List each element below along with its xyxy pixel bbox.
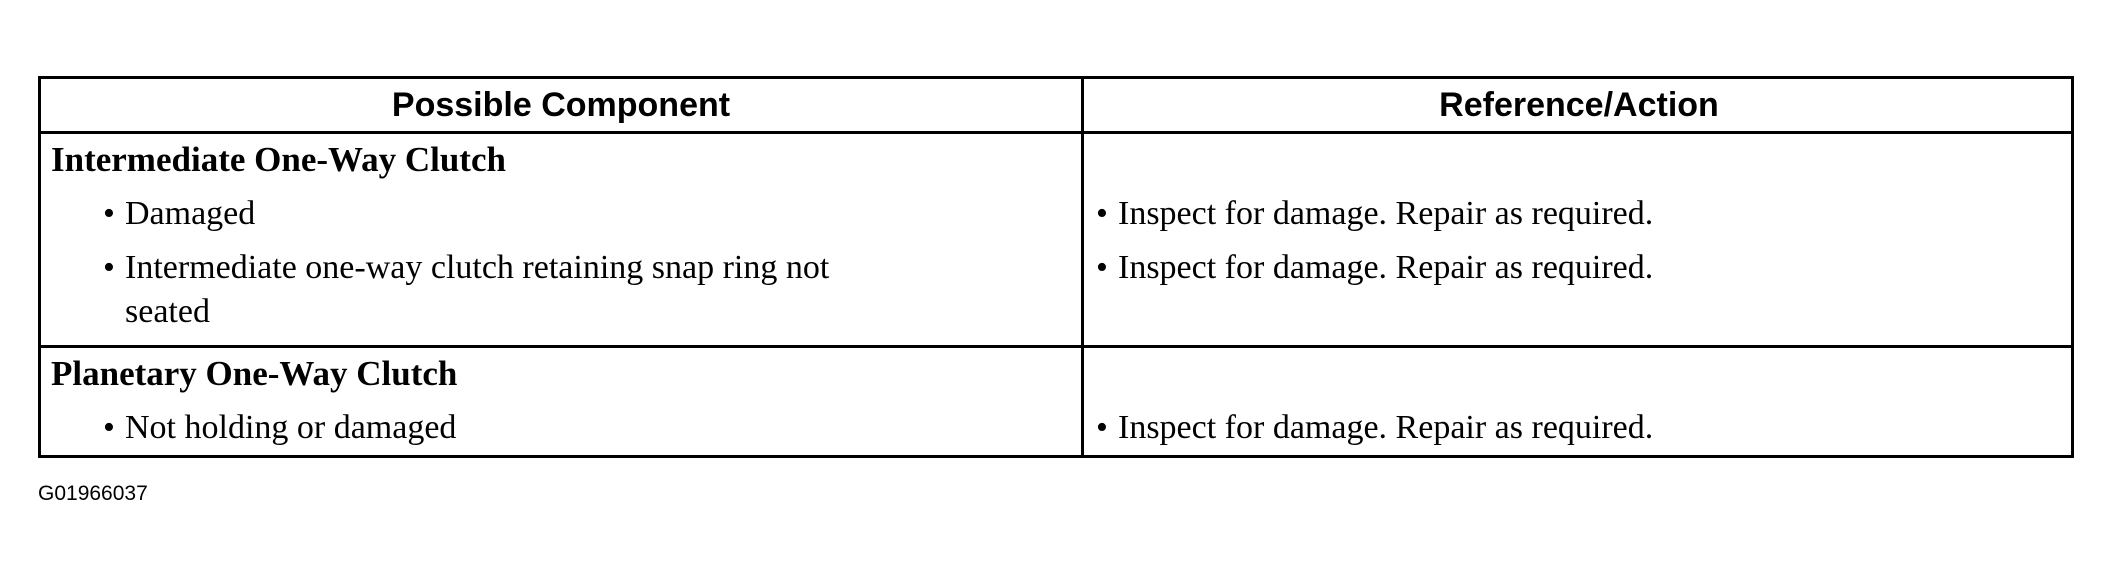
header-reference-action: Reference/Action [1439, 86, 1719, 124]
diagnosis-table: Possible Component Reference/Action Inte… [38, 76, 2074, 458]
figure-code: G01966037 [38, 482, 148, 505]
bullet-icon: • [103, 409, 115, 446]
bullet-icon: • [103, 249, 115, 286]
table-group-planetary-clutch: Planetary One-Way Clutch • Not holding or… [41, 348, 2071, 458]
table-header-row: Possible Component Reference/Action [41, 79, 2071, 134]
bullet-icon: • [103, 195, 115, 232]
component-text: Damaged [125, 195, 256, 232]
action-item: • Inspect for damage. Repair as required. [1096, 406, 2056, 450]
action-text: Inspect for damage. Repair as required. [1118, 195, 1654, 232]
action-text: Inspect for damage. Repair as required. [1118, 249, 1654, 286]
action-text: Inspect for damage. Repair as required. [1118, 409, 1654, 446]
bullet-icon: • [1096, 195, 1108, 232]
group-title: Planetary One-Way Clutch [51, 354, 458, 393]
component-text-line2: seated [125, 293, 210, 330]
action-item: • Inspect for damage. Repair as required. [1096, 192, 2056, 236]
table-group-intermediate-clutch: Intermediate One-Way Clutch • Damaged • In… [41, 134, 2071, 348]
column-divider [1081, 79, 1084, 455]
bullet-icon: • [1096, 409, 1108, 446]
header-possible-component: Possible Component [391, 86, 731, 124]
bullet-icon: • [1096, 249, 1108, 286]
component-item: • Intermediate one-way clutch retaining s… [103, 246, 1023, 334]
component-text: Not holding or damaged [125, 409, 457, 446]
component-text-line1: Intermediate one-way clutch retaining sn… [125, 249, 830, 286]
group-title: Intermediate One-Way Clutch [51, 140, 506, 179]
action-item: • Inspect for damage. Repair as required. [1096, 246, 2056, 290]
component-item: • Damaged [103, 192, 1023, 236]
component-item: • Not holding or damaged [103, 406, 1023, 450]
